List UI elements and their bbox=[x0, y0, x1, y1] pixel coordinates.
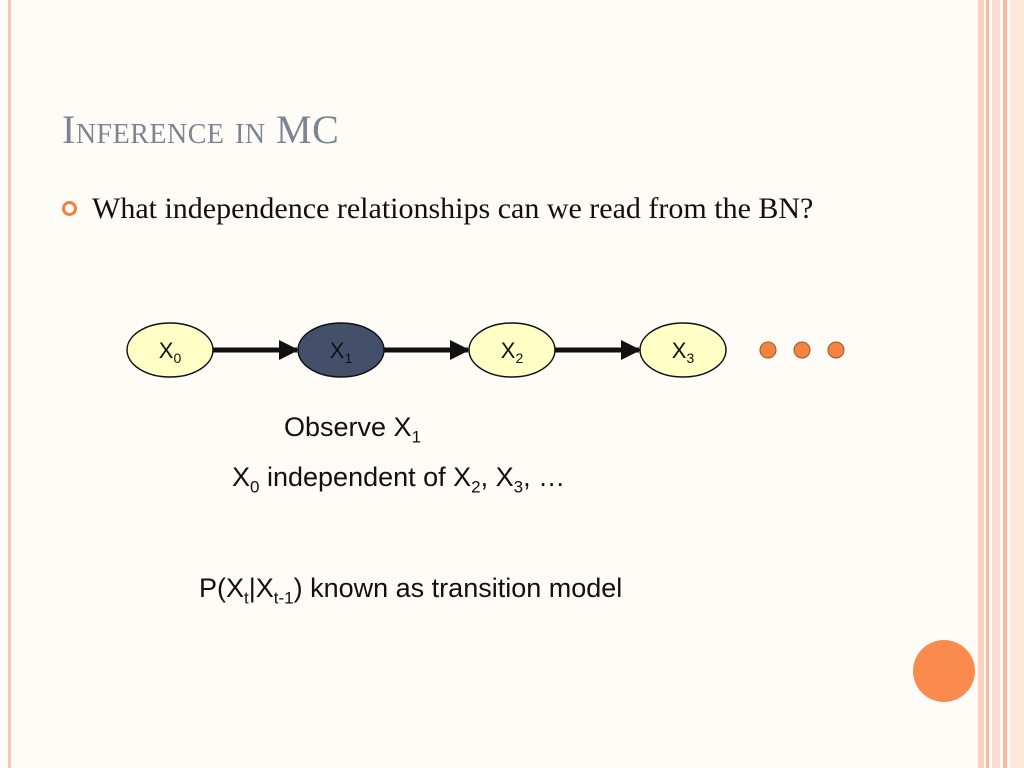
node-label: X1 bbox=[330, 338, 353, 366]
right-decorative-band bbox=[986, 0, 989, 768]
node-x3: X3 bbox=[639, 322, 727, 378]
right-decorative-band bbox=[1003, 0, 1007, 768]
caption-transition-model: P(Xt|Xt-1) known as transition model bbox=[199, 573, 623, 608]
node-x2: X2 bbox=[468, 322, 556, 378]
continuation-dot bbox=[759, 341, 777, 359]
continuation-dot bbox=[793, 341, 811, 359]
node-label: X2 bbox=[501, 338, 524, 366]
continuation-dot bbox=[827, 341, 845, 359]
left-decorative-rule bbox=[8, 0, 11, 768]
slide-title: Inference in MC bbox=[62, 107, 340, 152]
node-x0: X0 bbox=[126, 322, 214, 378]
node-ellipse bbox=[297, 322, 385, 378]
node-ellipse bbox=[468, 322, 556, 378]
right-decorative-band bbox=[1010, 0, 1024, 768]
node-x1: X1 bbox=[297, 322, 385, 378]
node-ellipse bbox=[639, 322, 727, 378]
right-decorative-band bbox=[978, 0, 984, 768]
caption-observe: Observe X1 bbox=[284, 412, 422, 447]
node-label: X0 bbox=[159, 338, 182, 366]
bullet-circle-icon bbox=[62, 201, 77, 216]
caption-independence: X0 independent of X2, X3, … bbox=[232, 462, 566, 497]
node-label: X3 bbox=[672, 338, 695, 366]
node-ellipse bbox=[126, 322, 214, 378]
bullet-text: What independence relationships can we r… bbox=[92, 192, 814, 225]
right-decorative-band bbox=[992, 0, 1000, 768]
decorative-circle bbox=[913, 640, 975, 702]
